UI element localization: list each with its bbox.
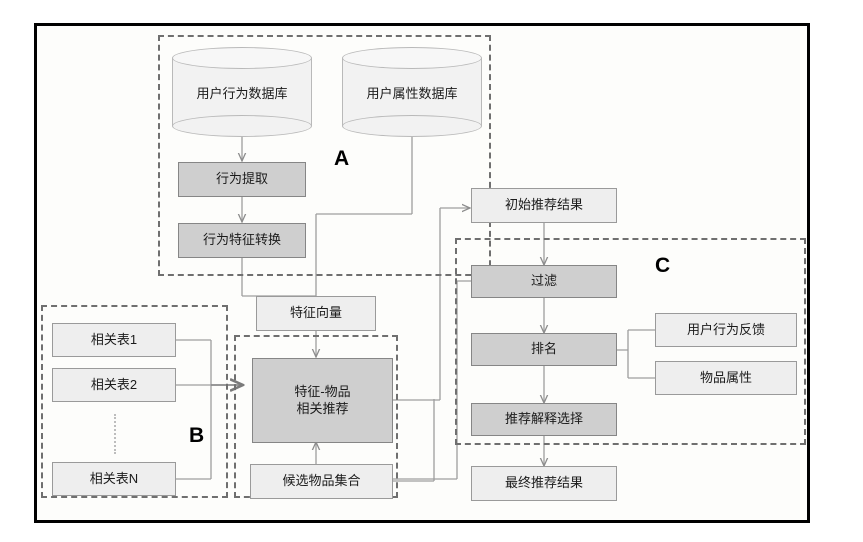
user-attribute-db-label: 用户属性数据库 bbox=[366, 85, 458, 101]
node-relation-table-2[interactable]: 相关表2 bbox=[52, 368, 176, 402]
user-behavior-db[interactable]: 用户行为数据库 bbox=[172, 47, 312, 137]
node-relation-table-n[interactable]: 相关表N bbox=[52, 462, 176, 496]
group-c-box bbox=[455, 238, 806, 445]
node-behavior-feature-transform-label: 行为特征转换 bbox=[202, 232, 281, 248]
node-relation-table-n-label: 相关表N bbox=[89, 470, 139, 486]
node-final-recommend-result-label: 最终推荐结果 bbox=[504, 475, 583, 491]
user-attribute-db[interactable]: 用户属性数据库 bbox=[342, 47, 482, 137]
group-a-label: A bbox=[334, 147, 350, 170]
node-final-recommend-result[interactable]: 最终推荐结果 bbox=[471, 466, 617, 501]
node-behavior-extraction-label: 行为提取 bbox=[215, 171, 268, 187]
node-behavior-extraction[interactable]: 行为提取 bbox=[178, 162, 306, 197]
node-feature-item-recommend-line1: 特征-物品 bbox=[294, 384, 351, 400]
node-candidate-item-set[interactable]: 候选物品集合 bbox=[250, 464, 393, 499]
group-b-label: B bbox=[189, 424, 205, 447]
node-initial-recommend-result-label: 初始推荐结果 bbox=[504, 197, 583, 213]
cylinder-bottom bbox=[172, 115, 312, 137]
node-relation-table-2-label: 相关表2 bbox=[90, 376, 138, 392]
node-ranking[interactable]: 排名 bbox=[471, 333, 617, 366]
node-user-behavior-feedback-label: 用户行为反馈 bbox=[686, 321, 765, 337]
cylinder-top bbox=[172, 47, 312, 69]
group-c-label: C bbox=[655, 254, 671, 277]
node-behavior-feature-transform[interactable]: 行为特征转换 bbox=[178, 223, 306, 258]
node-initial-recommend-result[interactable]: 初始推荐结果 bbox=[471, 188, 617, 223]
node-filter-label: 过滤 bbox=[530, 273, 557, 289]
node-relation-table-1[interactable]: 相关表1 bbox=[52, 323, 176, 357]
node-relation-table-1-label: 相关表1 bbox=[90, 331, 138, 347]
node-feature-vector-label: 特征向量 bbox=[289, 305, 342, 321]
cylinder-bottom bbox=[342, 115, 482, 137]
node-feature-item-recommend[interactable]: 特征-物品 相关推荐 bbox=[252, 358, 393, 443]
node-feature-vector[interactable]: 特征向量 bbox=[256, 296, 376, 331]
node-ranking-label: 排名 bbox=[530, 341, 557, 357]
node-feature-item-recommend-line2: 相关推荐 bbox=[296, 400, 349, 416]
user-behavior-db-label: 用户行为数据库 bbox=[196, 85, 288, 101]
relation-table-ellipsis bbox=[114, 414, 116, 454]
group-a-box bbox=[158, 35, 491, 276]
node-explain-selection-label: 推荐解释选择 bbox=[504, 411, 583, 427]
node-candidate-item-set-label: 候选物品集合 bbox=[282, 473, 361, 489]
node-item-attribute[interactable]: 物品属性 bbox=[655, 361, 797, 395]
cylinder-top bbox=[342, 47, 482, 69]
node-item-attribute-label: 物品属性 bbox=[699, 369, 752, 385]
node-explain-selection[interactable]: 推荐解释选择 bbox=[471, 403, 617, 436]
node-filter[interactable]: 过滤 bbox=[471, 265, 617, 298]
group-b-box bbox=[41, 305, 228, 498]
node-user-behavior-feedback[interactable]: 用户行为反馈 bbox=[655, 313, 797, 347]
